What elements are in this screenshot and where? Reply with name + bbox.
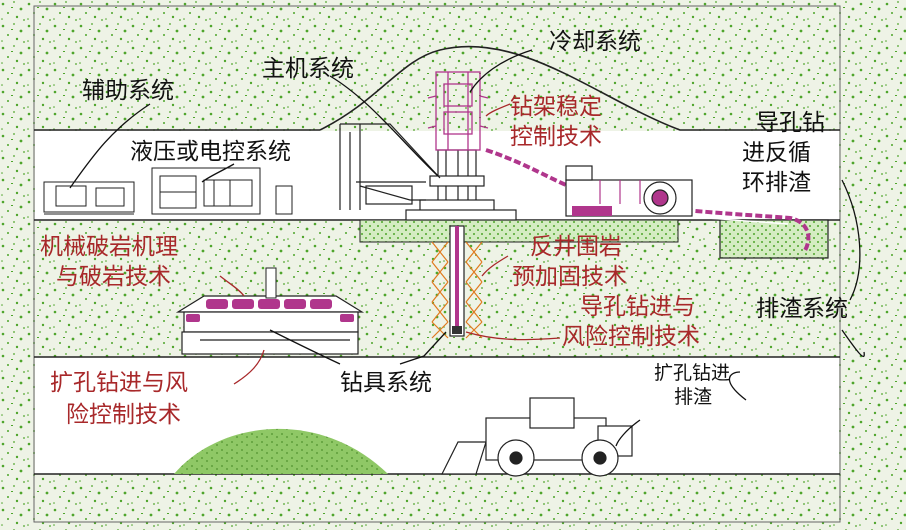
label-ream-risk-1: 扩孔钻进与风 bbox=[50, 370, 188, 396]
outer-border bbox=[33, 5, 841, 523]
drill-bit bbox=[452, 326, 462, 334]
hill-outline bbox=[319, 45, 840, 131]
reaming-cutters bbox=[186, 299, 354, 322]
label-ream-risk-2: 险控制技术 bbox=[66, 402, 181, 428]
label-frame-tech-2: 控制技术 bbox=[510, 124, 602, 150]
label-drill-tool-system: 钻具系统 bbox=[340, 370, 432, 396]
tunnel-white-band bbox=[35, 357, 839, 474]
slag-tank bbox=[719, 219, 829, 259]
drill-pad bbox=[359, 219, 679, 243]
label-pilot-hole-3: 环排渣 bbox=[742, 170, 811, 196]
label-pilot-hole-1: 导孔钻 bbox=[756, 110, 825, 136]
label-reinforce-2: 预加固技术 bbox=[512, 264, 627, 290]
label-reaming-slag-1: 扩孔钻进 bbox=[654, 362, 731, 384]
loader bbox=[441, 397, 633, 477]
auxiliary-unit bbox=[43, 181, 135, 215]
label-frame-tech-1: 钻架稳定 bbox=[510, 94, 602, 120]
label-rock-break-2: 与破岩技术 bbox=[56, 264, 171, 290]
control-cabinet bbox=[275, 185, 293, 215]
label-rock-break-1: 机械破岩机理 bbox=[40, 234, 178, 260]
label-reaming-slag-2: 排渣 bbox=[674, 386, 713, 408]
label-main-unit-system: 主机系统 bbox=[262, 56, 354, 82]
reaming-center-shaft bbox=[265, 267, 277, 299]
main-drill-rig bbox=[339, 123, 517, 221]
label-slag-system: 排渣系统 bbox=[756, 296, 848, 322]
reinforcement-crosshatch bbox=[431, 241, 483, 339]
drill-mast-magenta bbox=[427, 71, 489, 151]
red-leader-lines bbox=[219, 103, 561, 385]
label-pilot-risk-1: 导孔钻进与 bbox=[580, 294, 695, 320]
muck-pile bbox=[174, 428, 388, 474]
leader-lines bbox=[69, 49, 865, 447]
label-pilot-risk-2: 风险控制技术 bbox=[562, 324, 700, 350]
hydraulic-unit bbox=[151, 167, 261, 215]
drill-rod bbox=[455, 226, 459, 332]
label-auxiliary-system: 辅助系统 bbox=[82, 78, 174, 104]
label-reinforce-1: 反井围岩 bbox=[530, 234, 622, 260]
label-pilot-hole-2: 进反循 bbox=[742, 140, 811, 166]
slag-pump-unit bbox=[565, 165, 693, 217]
label-cooling-system: 冷却系统 bbox=[549, 29, 641, 55]
label-hydraulic-system: 液压或电控系统 bbox=[130, 139, 291, 165]
